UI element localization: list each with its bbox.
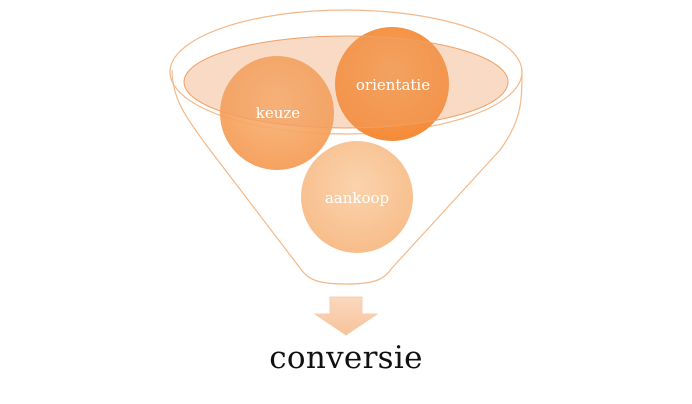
stage-keuze-label: keuze [256,104,301,122]
stage-aankoop-label: aankoop [325,189,389,207]
stage-orientatie-label: orientatie [356,76,430,94]
funnel-rim-inner [184,36,508,128]
conversion-label: conversie [0,340,692,376]
down-arrow-icon [315,297,377,335]
